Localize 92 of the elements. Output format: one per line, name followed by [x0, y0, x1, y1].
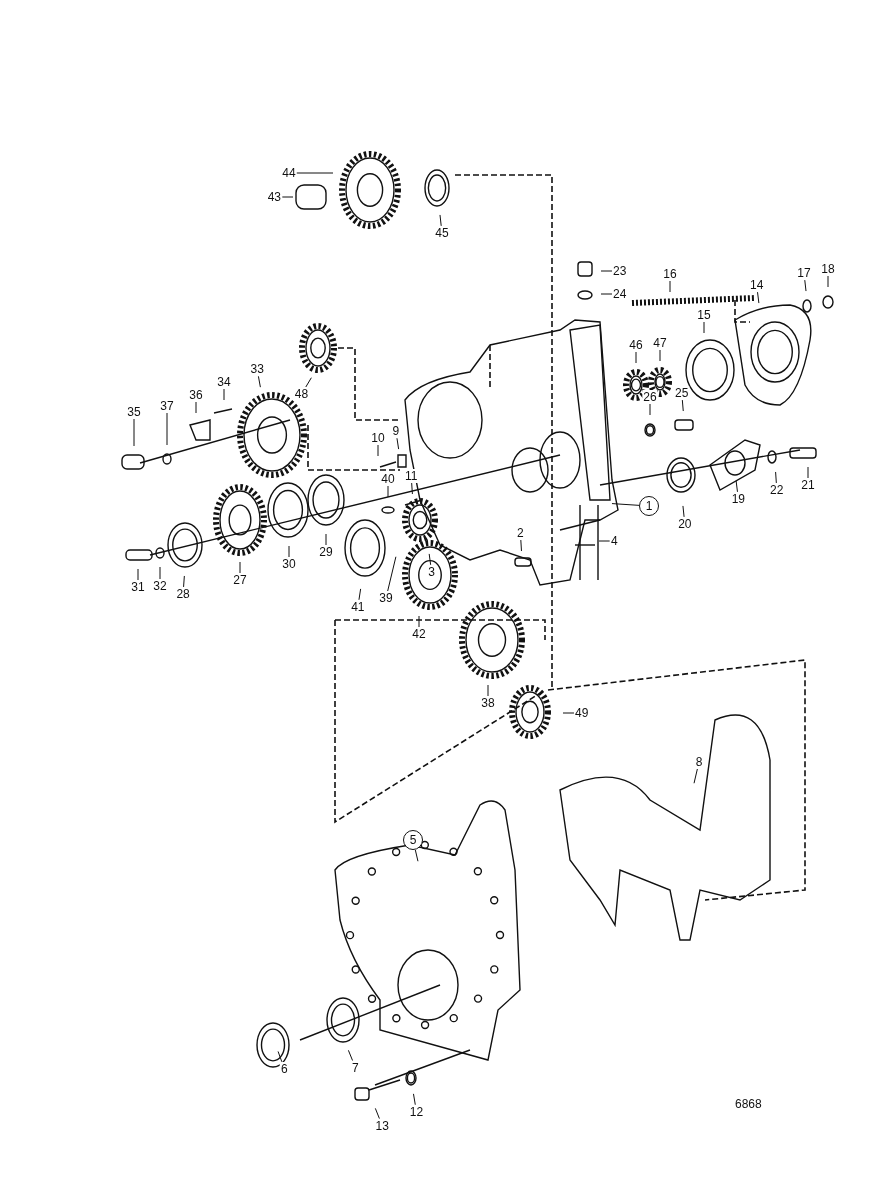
- callout-number: 19: [730, 491, 746, 506]
- callout-number: 22: [769, 482, 785, 497]
- callout-number: 8: [694, 755, 704, 769]
- callout-number: 29: [318, 545, 334, 559]
- callout-number: 24: [612, 287, 628, 301]
- leader-line: [428, 553, 432, 566]
- callout-number: 32: [152, 579, 168, 593]
- leader-line: [387, 485, 389, 498]
- callout-number: 42: [411, 627, 427, 641]
- leader-line: [347, 1049, 354, 1061]
- leader-line: [387, 556, 397, 592]
- leader-line: [257, 375, 261, 388]
- callout-number: 1: [639, 496, 659, 516]
- leader-line: [649, 403, 651, 416]
- leader-line: [239, 561, 241, 574]
- leader-line: [827, 275, 829, 288]
- leader-line: [600, 270, 613, 272]
- callout-number: 20: [677, 516, 693, 531]
- callout-number: 45: [434, 225, 450, 240]
- leader-line: [635, 351, 637, 364]
- callout-number: 35: [126, 405, 142, 419]
- callout-number: 7: [351, 1060, 360, 1075]
- leader-line: [757, 291, 760, 304]
- leader-line: [396, 437, 400, 450]
- leader-line: [681, 399, 684, 412]
- callout-number: 30: [281, 557, 297, 571]
- leader-line: [325, 533, 327, 546]
- callout-number: 47: [652, 336, 668, 350]
- leader-line: [693, 768, 698, 784]
- leader-line: [195, 401, 197, 414]
- callout-number: 34: [216, 375, 232, 389]
- leader-line: [659, 349, 661, 362]
- leader-line: [305, 377, 312, 388]
- leader-line: [804, 279, 807, 292]
- callout-number: 26: [642, 390, 658, 404]
- leader-line: [413, 1093, 416, 1106]
- callout-number: 18: [820, 262, 836, 276]
- leader-line: [669, 280, 671, 293]
- leader-line: [418, 615, 420, 628]
- callout-number: 23: [612, 264, 628, 278]
- leader-line: [775, 471, 777, 484]
- leader-line: [411, 482, 413, 495]
- leader-line: [377, 444, 379, 457]
- leader-line: [703, 321, 705, 334]
- callout-number: 13: [374, 1118, 390, 1133]
- leader-line: [223, 388, 225, 401]
- leader-line: [520, 539, 522, 552]
- callout-number: 11: [403, 469, 419, 484]
- leader-line: [374, 1107, 380, 1120]
- leader-line: [137, 568, 139, 581]
- leader-line: [277, 1050, 283, 1063]
- callout-number: 43: [266, 190, 282, 204]
- callout-number: 12: [408, 1104, 425, 1119]
- callout-number: 44: [281, 166, 297, 180]
- leader-line: [288, 545, 290, 558]
- callout-number: 4: [610, 534, 619, 548]
- leader-line: [682, 505, 685, 518]
- leader-line: [414, 849, 419, 862]
- leader-line: [598, 540, 611, 542]
- callout-number: 21: [800, 478, 816, 492]
- callout-number: 36: [188, 388, 204, 402]
- leader-line: [611, 503, 640, 506]
- callout-number: 28: [175, 586, 191, 601]
- callout-number: 39: [378, 591, 394, 605]
- callout-number: 5: [403, 830, 423, 850]
- callout-number: 31: [130, 580, 146, 594]
- leader-line: [562, 712, 575, 714]
- callout-number: 37: [159, 399, 175, 413]
- leader-line: [166, 412, 168, 446]
- callout-number: 3: [427, 564, 436, 579]
- leader-line: [281, 196, 294, 198]
- leader-line: [159, 566, 161, 580]
- leader-line: [183, 575, 185, 588]
- leader-line: [807, 466, 809, 479]
- callout-number: 6: [280, 1061, 289, 1076]
- callout-number: 40: [380, 472, 396, 486]
- leader-line: [735, 480, 738, 493]
- callout-number: 10: [370, 431, 386, 445]
- leader-line: [487, 684, 489, 697]
- drawing-number: 6868: [735, 1097, 762, 1111]
- leader-line: [439, 214, 442, 227]
- callout-number: 27: [232, 573, 248, 587]
- callout-number: 16: [662, 267, 678, 281]
- callout-number: 41: [350, 599, 366, 614]
- leader-line: [296, 172, 334, 174]
- callout-number: 46: [628, 338, 644, 352]
- leader-line: [600, 293, 613, 295]
- callout-number: 38: [480, 696, 496, 710]
- callout-number: 49: [574, 706, 590, 720]
- leader-line: [133, 418, 135, 447]
- leader-line: [358, 588, 362, 601]
- callout-number: 15: [696, 308, 712, 322]
